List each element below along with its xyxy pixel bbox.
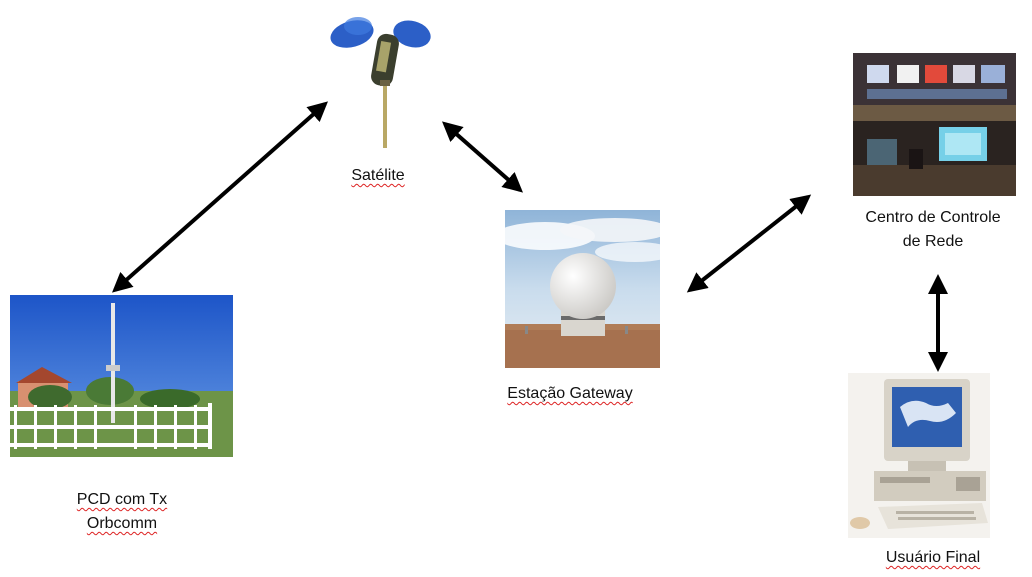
gateway-station-icon (505, 210, 660, 368)
pcd-label: PCD com Tx Orbcomm (22, 488, 222, 536)
end-user-label-text: Usuário Final (885, 549, 981, 566)
link-satellite-gateway-arrow (441, 121, 524, 193)
link-gateway-control-arrow (686, 194, 812, 293)
control-center-icon (853, 53, 1016, 196)
desktop-computer-icon (848, 373, 990, 538)
gateway-label-text: Estação Gateway (507, 385, 633, 402)
link-pcd-satellite-arrow (112, 101, 328, 293)
pcd-label-line1: PCD com Tx (76, 491, 168, 508)
control-center-label-line1: Centro de Controle (865, 209, 1001, 226)
control-center-label-line2: de Rede (902, 233, 964, 250)
pcd-label-line2: Orbcomm (86, 515, 158, 532)
pcd-station-icon (10, 295, 233, 457)
satellite-icon (330, 17, 431, 148)
control-center-label: Centro de Controle de Rede (834, 206, 1032, 254)
end-user-label: Usuário Final (834, 546, 1032, 570)
gateway-label: Estação Gateway (470, 382, 670, 406)
satellite-label: Satélite (351, 167, 405, 184)
